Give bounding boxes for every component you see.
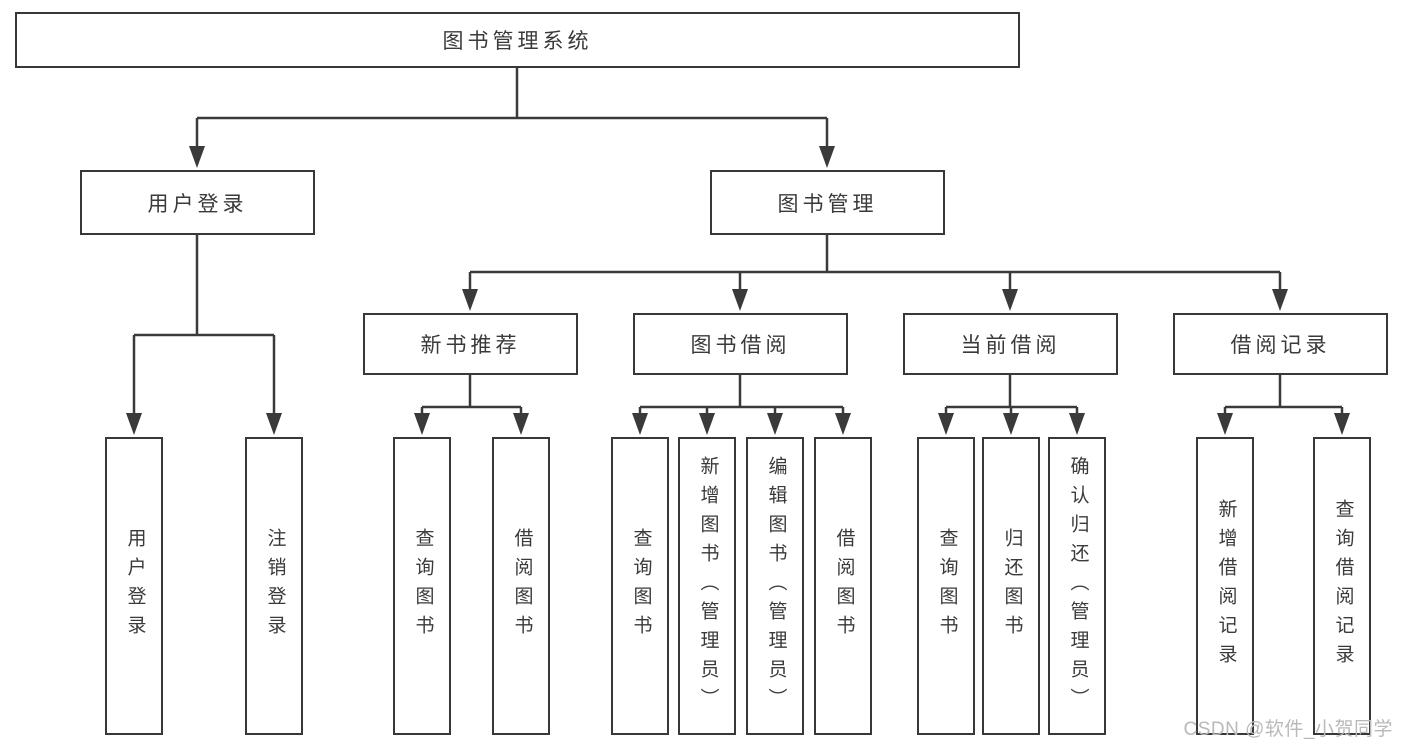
node-root: 图书管理系统 <box>15 12 1020 68</box>
leaf-edit-book-admin: 编辑图书（管理员） <box>746 437 804 735</box>
arrowhead-icon <box>1217 413 1233 435</box>
arrowhead-icon <box>1272 289 1288 311</box>
arrowhead-icon <box>1334 413 1350 435</box>
leaf-return-books-label: 归还图书 <box>1001 528 1023 644</box>
connector-current-borrow-children <box>938 375 1085 435</box>
node-borrow-records: 借阅记录 <box>1173 313 1388 375</box>
connector-new-book-children <box>414 375 529 435</box>
arrowhead-icon <box>1003 413 1019 435</box>
leaf-add-borrow-record: 新增借阅记录 <box>1196 437 1254 735</box>
node-book-borrow: 图书借阅 <box>633 313 848 375</box>
arrowhead-icon <box>699 413 715 435</box>
leaf-query-borrow-record: 查询借阅记录 <box>1313 437 1371 735</box>
node-current-borrow: 当前借阅 <box>903 313 1118 375</box>
node-book-borrow-label: 图书借阅 <box>690 334 791 357</box>
leaf-edit-book-admin-label: 编辑图书（管理员） <box>765 455 787 717</box>
node-user-login-label: 用户登录 <box>147 192 248 216</box>
leaf-query-books-recommend-label: 查询图书 <box>412 528 434 644</box>
leaf-confirm-return-admin: 确认归还（管理员） <box>1048 437 1106 735</box>
node-new-book-recommend: 新书推荐 <box>363 313 578 375</box>
arrowhead-icon <box>767 413 783 435</box>
arrowhead-icon <box>1002 289 1018 311</box>
arrowhead-icon <box>266 413 282 435</box>
arrowhead-icon <box>632 413 648 435</box>
leaf-query-books-current: 查询图书 <box>917 437 975 735</box>
arrowhead-icon <box>819 146 835 168</box>
leaf-add-book-admin: 新增图书（管理员） <box>678 437 736 735</box>
leaf-logout-label: 注销登录 <box>264 528 286 644</box>
leaf-user-login: 用户登录 <box>105 437 163 735</box>
leaf-query-borrow-record-label: 查询借阅记录 <box>1332 499 1354 673</box>
node-book-management-label: 图书管理 <box>777 192 878 216</box>
leaf-add-borrow-record-label: 新增借阅记录 <box>1215 499 1237 673</box>
csdn-watermark: CSDN @软件_小贺同学 <box>1183 719 1393 740</box>
arrowhead-icon <box>414 413 430 435</box>
connector-root-to-level2 <box>189 68 835 168</box>
arrowhead-icon <box>938 413 954 435</box>
leaf-borrow-books: 借阅图书 <box>814 437 872 735</box>
arrowhead-icon <box>835 413 851 435</box>
leaf-borrow-books-label: 借阅图书 <box>833 528 855 644</box>
leaf-user-login-label: 用户登录 <box>124 528 146 644</box>
arrowhead-icon <box>1069 413 1085 435</box>
connector-book-management-sections <box>462 235 1288 311</box>
arrowhead-icon <box>732 289 748 311</box>
node-root-label: 图书管理系统 <box>442 30 593 53</box>
leaf-confirm-return-admin-label: 确认归还（管理员） <box>1067 455 1089 717</box>
node-borrow-records-label: 借阅记录 <box>1230 334 1331 357</box>
leaf-query-books-borrow-label: 查询图书 <box>630 528 652 644</box>
arrowhead-icon <box>126 413 142 435</box>
leaf-query-books-borrow: 查询图书 <box>611 437 669 735</box>
leaf-query-books-recommend: 查询图书 <box>393 437 451 735</box>
connector-user-login-children <box>126 235 282 435</box>
leaf-logout: 注销登录 <box>245 437 303 735</box>
connector-borrow-records-children <box>1217 375 1350 435</box>
node-current-borrow-label: 当前借阅 <box>960 334 1061 357</box>
connector-book-borrow-children <box>632 375 851 435</box>
leaf-query-books-current-label: 查询图书 <box>936 528 958 644</box>
arrowhead-icon <box>462 289 478 311</box>
arrowhead-icon <box>189 146 205 168</box>
leaf-borrow-books-recommend-label: 借阅图书 <box>511 528 533 644</box>
arrowhead-icon <box>513 413 529 435</box>
leaf-add-book-admin-label: 新增图书（管理员） <box>697 455 719 717</box>
leaf-return-books: 归还图书 <box>982 437 1040 735</box>
node-new-book-recommend-label: 新书推荐 <box>420 334 521 357</box>
node-user-login: 用户登录 <box>80 170 315 235</box>
node-book-management: 图书管理 <box>710 170 945 235</box>
leaf-borrow-books-recommend: 借阅图书 <box>492 437 550 735</box>
